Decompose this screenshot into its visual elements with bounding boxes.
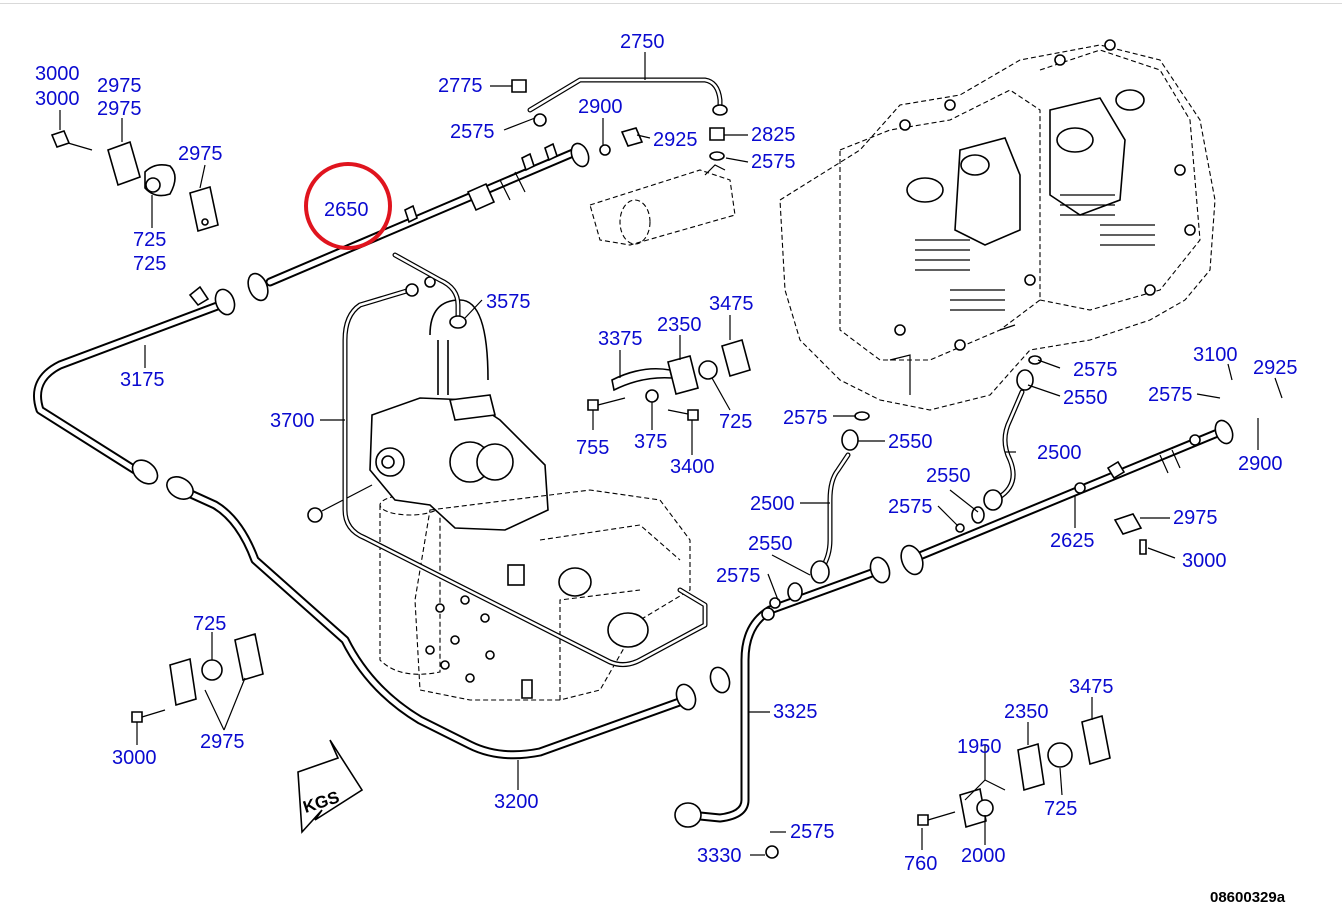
callout-2925: 2925	[653, 129, 698, 151]
callout-725: 725	[719, 411, 752, 433]
callout-3175: 3175	[120, 369, 165, 391]
callout-3400: 3400	[670, 456, 715, 478]
pipe-2650	[247, 127, 644, 302]
pipe-3700	[342, 276, 708, 668]
clamp-set-bottom-left	[131, 632, 264, 723]
callout-2925: 2925	[1253, 357, 1298, 379]
callout-2575: 2575	[888, 496, 933, 518]
callout-2575: 2575	[716, 565, 761, 587]
callout-3325: 3325	[773, 701, 818, 723]
callout-2975: 2975	[1173, 507, 1218, 529]
pipe-2750	[511, 77, 728, 161]
pipe-3325	[674, 556, 891, 859]
fuel-pump-illustration	[307, 299, 691, 701]
callout-725: 725	[1044, 798, 1077, 820]
callout-3000: 3000	[1182, 550, 1227, 572]
callout-2750: 2750	[620, 31, 665, 53]
cylinder-heads-illustration	[779, 39, 1216, 411]
pipe-3575	[392, 252, 467, 329]
callout-2500: 2500	[1037, 442, 1082, 464]
callout-2575: 2575	[790, 821, 835, 843]
callout-2775: 2775	[438, 75, 483, 97]
callout-2350: 2350	[657, 314, 702, 336]
callout-2000: 2000	[961, 845, 1006, 867]
callout-725: 725	[133, 253, 166, 275]
callout-3700: 3700	[270, 410, 315, 432]
callout-3000: 3000	[35, 63, 80, 85]
drawing-id: 08600329a	[1210, 889, 1286, 906]
callout-2575: 2575	[450, 121, 495, 143]
callout-2575: 2575	[1148, 384, 1193, 406]
callout-2975: 2975	[178, 143, 223, 165]
valve-springs	[915, 194, 1155, 311]
top-border	[0, 3, 1342, 4]
callout-3330: 3330	[697, 845, 742, 867]
filter-cartridge-illustration	[589, 164, 736, 246]
direction-arrow: KGS	[297, 739, 364, 834]
callout-2550: 2550	[748, 533, 793, 555]
callout-2650: 2650	[324, 199, 369, 221]
callout-3200: 3200	[494, 791, 539, 813]
callout-2900: 2900	[578, 96, 623, 118]
callout-725: 725	[133, 229, 166, 251]
pipe-3175	[33, 285, 236, 485]
callout-labels: 3000 3000 2975 2975 2975 725 725 2650 27…	[35, 31, 1298, 875]
callout-725: 725	[193, 613, 226, 635]
callout-3475: 3475	[709, 293, 754, 315]
clamp-set-bottom-right	[917, 714, 1111, 829]
pipe-2625	[900, 419, 1234, 576]
callout-2550: 2550	[888, 431, 933, 453]
callout-2350: 2350	[1004, 701, 1049, 723]
callout-3000: 3000	[112, 747, 157, 769]
highlight-circle	[304, 162, 392, 250]
clamp-set-center	[587, 338, 751, 421]
callout-2500: 2500	[750, 493, 795, 515]
callout-3475: 3475	[1069, 676, 1114, 698]
clamp-set-top-left	[50, 130, 219, 233]
callout-2575: 2575	[783, 407, 828, 429]
callout-2825: 2825	[751, 124, 796, 146]
leader-lines	[59, 52, 1283, 856]
callout-1950: 1950	[957, 736, 1002, 758]
pipe-2500-left	[769, 429, 859, 609]
callout-3575: 3575	[486, 291, 531, 313]
callout-375: 375	[634, 431, 667, 453]
pipe-3200	[166, 476, 697, 760]
callout-2550: 2550	[926, 465, 971, 487]
callout-3375: 3375	[598, 328, 643, 350]
callout-3100: 3100	[1193, 344, 1238, 366]
callout-2575: 2575	[1073, 359, 1118, 381]
pipe-2500-right	[854, 355, 1042, 533]
callout-2575: 2575	[751, 151, 796, 173]
callout-755: 755	[576, 437, 609, 459]
callout-2900: 2900	[1238, 453, 1283, 475]
callout-2975: 2975	[97, 98, 142, 120]
callout-2975: 2975	[200, 731, 245, 753]
callout-3000: 3000	[35, 88, 80, 110]
callout-2625: 2625	[1050, 530, 1095, 552]
callout-760: 760	[904, 853, 937, 875]
callout-2550: 2550	[1063, 387, 1108, 409]
callout-2975: 2975	[97, 75, 142, 97]
